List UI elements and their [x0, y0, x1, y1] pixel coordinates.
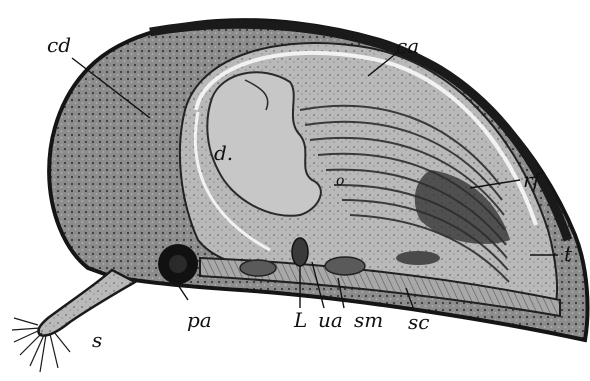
label-s: s	[92, 330, 102, 350]
oval-2	[325, 257, 365, 275]
label-cd: cd	[47, 35, 71, 55]
label-ua: ua	[318, 310, 343, 330]
label-sm: sm	[354, 310, 383, 330]
label-L: L	[294, 310, 307, 330]
oval-1	[240, 260, 276, 276]
label-t: t	[564, 244, 572, 264]
stalk	[38, 270, 135, 336]
oval-4	[396, 251, 440, 265]
label-rf: rf	[523, 170, 540, 190]
label-sc: sc	[408, 312, 429, 332]
label-pa: pa	[187, 310, 212, 330]
label-o: o	[336, 171, 344, 191]
oval-3	[292, 238, 308, 266]
label-ca: ca	[396, 36, 419, 56]
label-d: d.	[214, 143, 233, 163]
